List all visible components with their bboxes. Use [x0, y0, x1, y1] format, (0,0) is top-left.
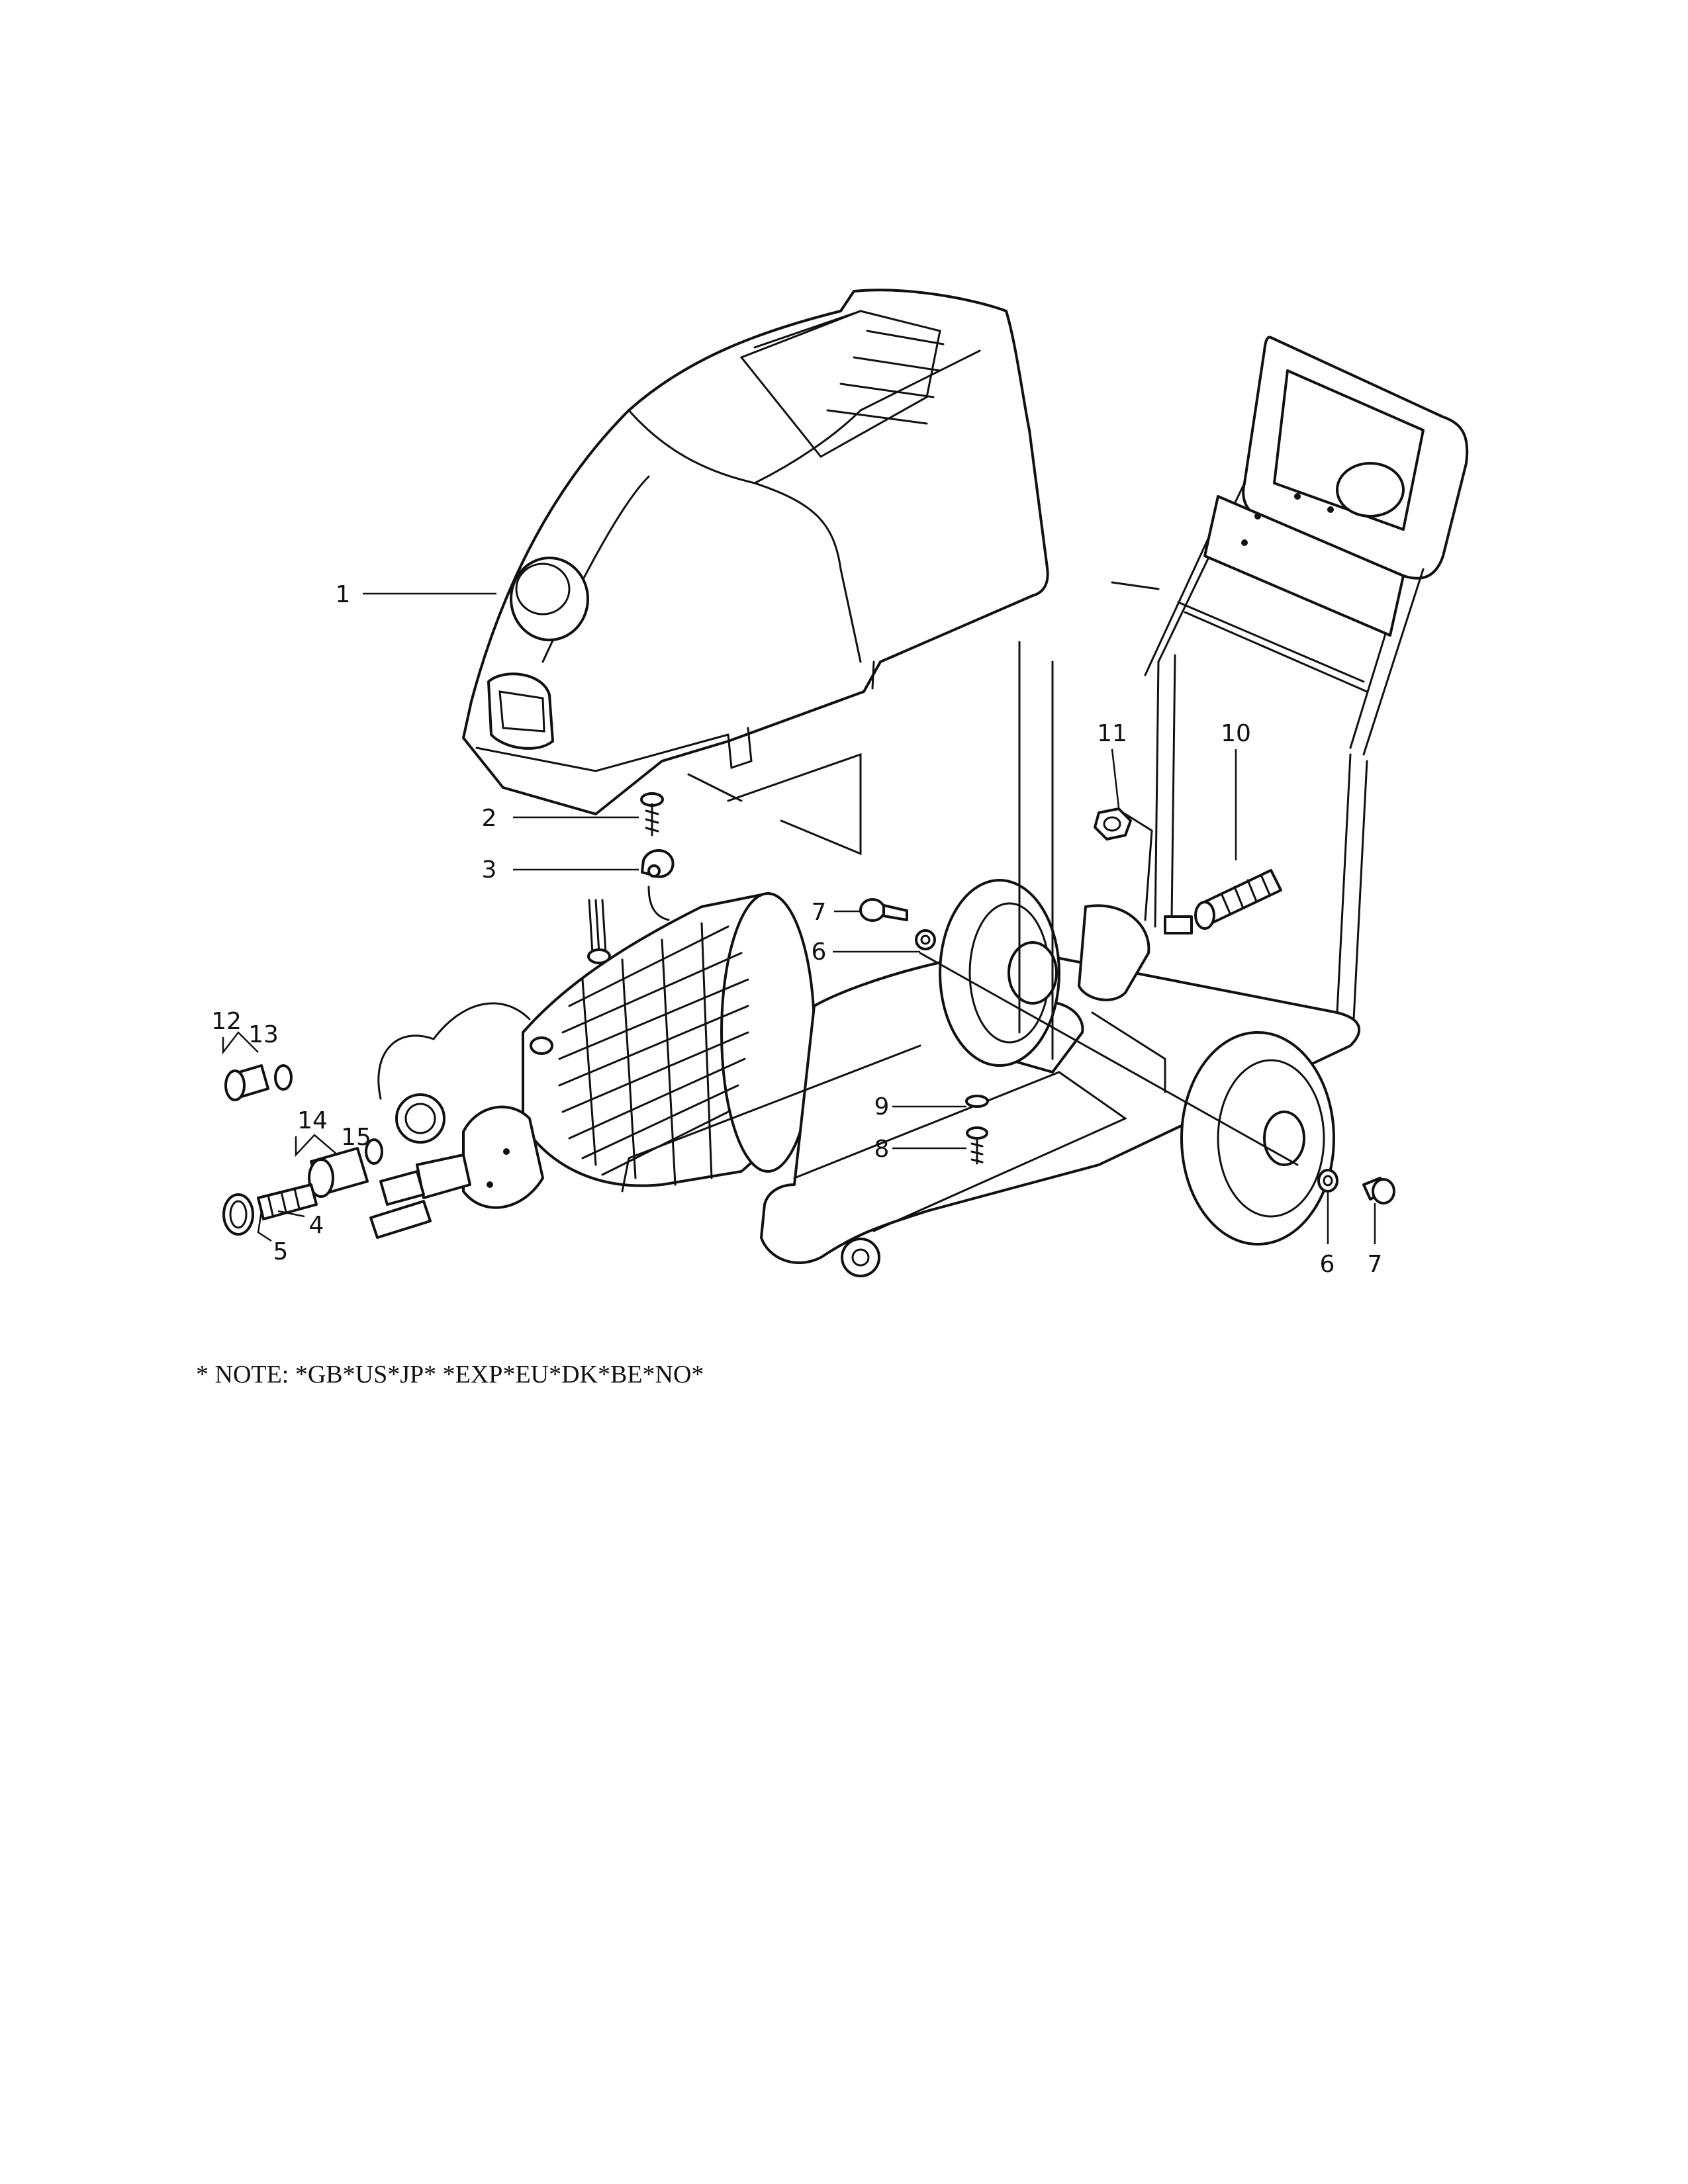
hose-connector-part-10	[1164, 869, 1282, 934]
callout-9: 9	[874, 1093, 890, 1120]
callout-1: 1	[336, 581, 351, 608]
nut-part-11	[1094, 807, 1132, 841]
screw-part-2	[640, 792, 664, 837]
left-wheel	[939, 879, 1060, 1067]
bolt-part-7-upper	[859, 898, 908, 922]
hose-nozzle-part-4	[257, 1183, 318, 1220]
region-note: * NOTE: *GB*US*JP* *EXP*EU*DK*BE*NO*	[196, 1361, 704, 1388]
washer-part-6-upper	[915, 929, 936, 950]
callout-6-lower: 6	[1320, 1251, 1335, 1278]
callout-14: 14	[297, 1107, 328, 1134]
callout-3: 3	[482, 856, 497, 884]
callout-2: 2	[482, 805, 497, 832]
callout-12: 12	[211, 1008, 242, 1035]
callout-8: 8	[874, 1136, 890, 1163]
callout-7-lower: 7	[1368, 1251, 1383, 1278]
bolt-part-7-lower	[1362, 1177, 1395, 1205]
coupling-part-14	[308, 1147, 369, 1198]
hose-clamp-part-5	[222, 1193, 254, 1236]
washer-part-9	[965, 1095, 989, 1108]
callout-6-upper: 6	[812, 938, 827, 966]
callout-15: 15	[341, 1124, 371, 1151]
hood-cover	[462, 289, 1049, 815]
cart-frame	[760, 336, 1469, 1277]
ring-part-15	[365, 1138, 383, 1165]
callout-4: 4	[309, 1212, 324, 1239]
callout-7-upper: 7	[812, 899, 827, 926]
leader-lines	[222, 592, 1376, 1244]
callout-10: 10	[1221, 720, 1251, 747]
callout-13: 13	[248, 1021, 279, 1048]
ring-part-13	[274, 1064, 293, 1091]
right-wheel	[1180, 1031, 1335, 1246]
screw-part-8	[966, 1126, 988, 1165]
clip-part-3	[641, 849, 675, 878]
callout-11: 11	[1097, 720, 1127, 747]
washer-part-6-lower	[1317, 1169, 1338, 1193]
callout-5: 5	[273, 1238, 289, 1265]
motor-pump-assembly	[369, 892, 816, 1239]
fitting-part-12	[224, 1064, 269, 1101]
